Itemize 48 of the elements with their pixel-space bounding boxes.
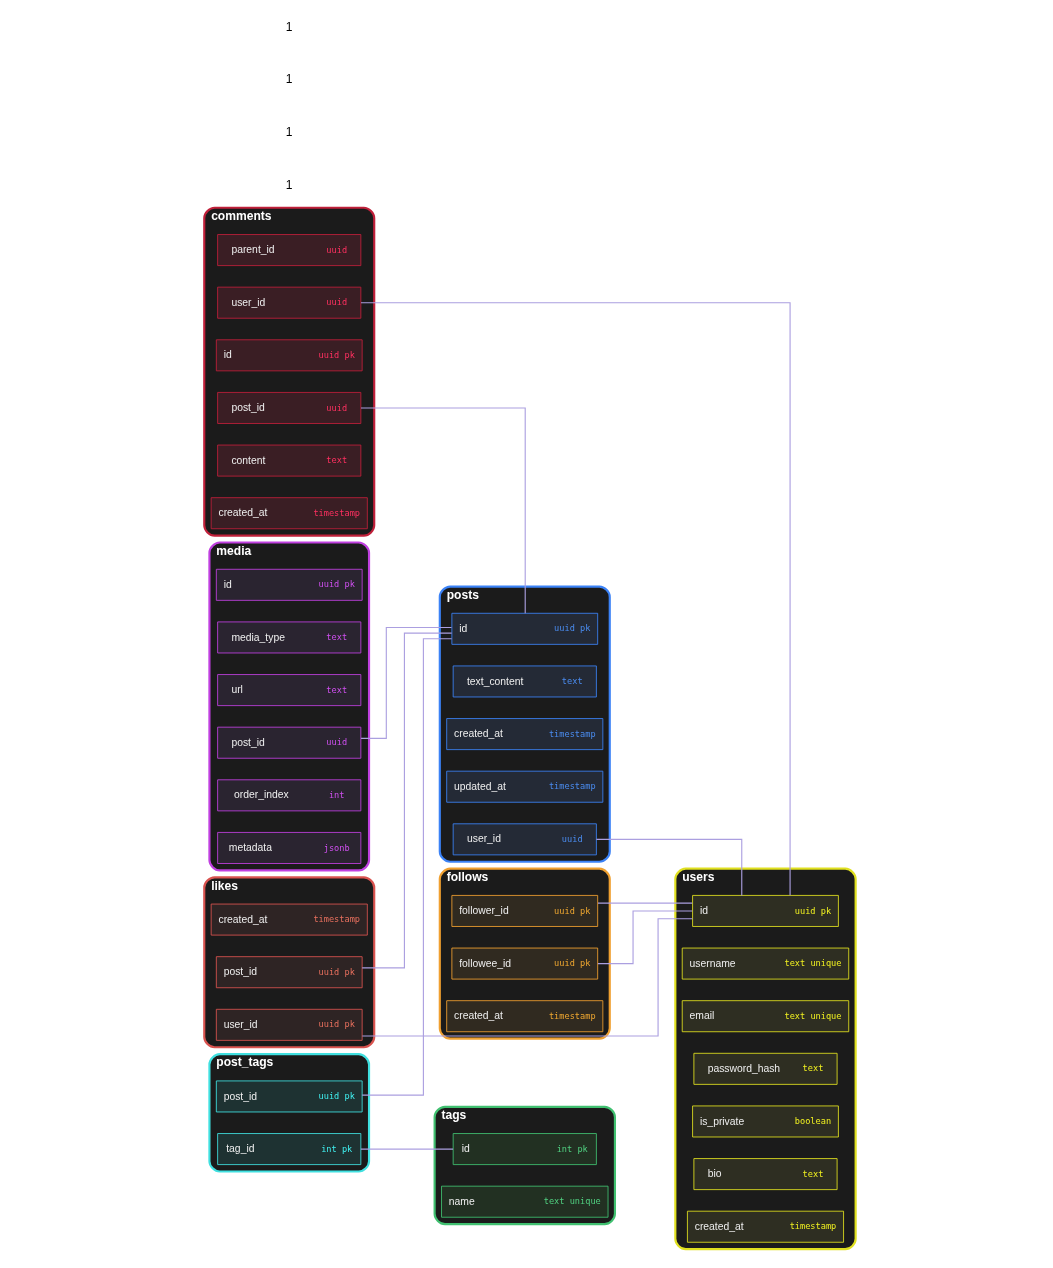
node-box: created_at timestamp	[446, 1000, 604, 1033]
node-box: id uuid pk	[215, 339, 363, 372]
node-box: parent_id uuid	[217, 234, 362, 267]
node-box: updated_at timestamp	[446, 770, 604, 803]
node-box: post_id uuid	[217, 392, 362, 424]
node-box: url text	[217, 674, 362, 707]
connector	[597, 910, 693, 965]
node-box: id uuid pk	[215, 568, 363, 601]
node-box: user_id uuid	[452, 823, 597, 856]
node-box: post_id uuid	[217, 726, 362, 759]
connector	[361, 632, 453, 969]
node-box: created_at timestamp	[210, 497, 368, 530]
node-box: email text unique	[681, 1000, 850, 1033]
node-box: username text unique	[681, 947, 850, 980]
node-box: post_id uuid pk	[215, 956, 363, 989]
node-box: id uuid pk	[692, 895, 839, 927]
label: 1	[285, 177, 293, 192]
connector	[595, 838, 743, 896]
node-box: post_id uuid pk	[215, 1080, 363, 1113]
node-box: user_id uuid	[217, 286, 362, 319]
label: 1	[285, 124, 293, 139]
node-box: text_content text	[452, 665, 597, 698]
node-box: created_at timestamp	[687, 1210, 844, 1243]
node-box: user_id uuid pk	[215, 1008, 363, 1041]
label: 1	[285, 19, 293, 34]
connector	[361, 918, 693, 1037]
connector	[361, 638, 453, 1096]
node-box: id int pk	[452, 1133, 597, 1166]
connector	[360, 626, 453, 739]
node-box: created_at timestamp	[446, 718, 604, 751]
node-box: is_private boolean	[692, 1105, 839, 1138]
node-box: media_type text	[217, 621, 362, 654]
node-box: content text	[217, 444, 362, 477]
connector	[360, 1148, 454, 1150]
node-box: bio text	[693, 1158, 838, 1191]
connector	[597, 902, 693, 904]
node-box: created_at timestamp	[210, 903, 368, 936]
label: 1	[285, 72, 293, 87]
node-box: id uuid pk	[451, 612, 599, 645]
connector	[360, 302, 791, 896]
node-box: password_hash text	[693, 1052, 838, 1085]
node-box: order_index int	[217, 779, 362, 812]
node-box: follower_id uuid pk	[451, 895, 599, 927]
node-box: followee_id uuid pk	[451, 947, 599, 980]
node-box: name text unique	[441, 1185, 609, 1218]
node-box: tag_id int pk	[217, 1133, 362, 1166]
connector	[360, 407, 526, 614]
node-box: metadata jsonb	[217, 832, 362, 864]
